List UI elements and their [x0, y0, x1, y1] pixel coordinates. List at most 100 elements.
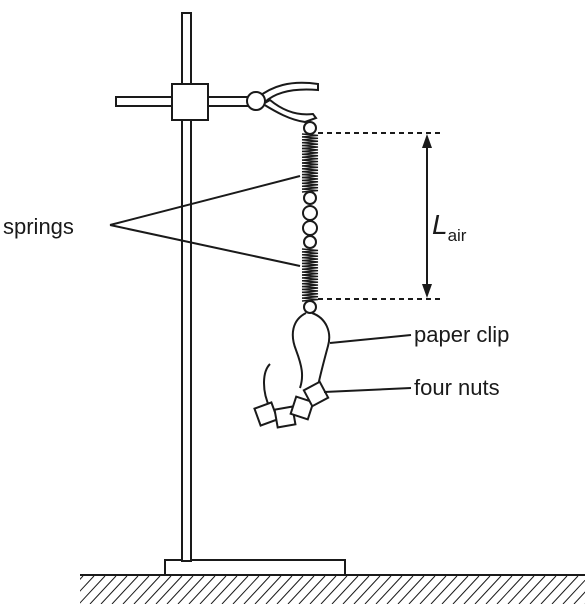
spring-coil [301, 256, 319, 262]
spring-coil [301, 188, 319, 193]
hatch-line [353, 575, 381, 604]
spring-coil [301, 136, 319, 141]
spring-coil [301, 262, 319, 268]
nut-4 [302, 380, 330, 408]
link-ring-3 [302, 220, 318, 236]
hatch-line [133, 575, 161, 604]
spring-coil [301, 165, 319, 170]
spring-coil [301, 259, 319, 265]
boss-clamp [171, 83, 209, 121]
hatch-line [221, 575, 249, 604]
spring-coil [301, 291, 319, 296]
hatch-line [320, 575, 348, 604]
spring-coil [301, 265, 319, 270]
hatch-line [485, 575, 513, 604]
length-arrow [422, 134, 432, 298]
spring-coil [301, 254, 319, 259]
hatch-line [80, 575, 95, 592]
spring-coil [301, 182, 319, 187]
spring-coil [301, 274, 319, 279]
upper-spring [301, 133, 319, 193]
springs-label: springs [3, 214, 74, 239]
spring-coil [301, 147, 319, 153]
spring-coil [301, 288, 319, 294]
spring-coil [301, 153, 319, 158]
length-symbol: L [432, 209, 448, 240]
spring-coil [301, 156, 319, 161]
spring-coil [301, 277, 319, 282]
clamp-pivot [246, 91, 266, 111]
hatch-line [100, 575, 128, 604]
hatch-line [210, 575, 238, 604]
hatch-line [496, 575, 524, 604]
spring-coil [301, 285, 319, 291]
hatch-line [80, 575, 106, 604]
hatch-line [111, 575, 139, 604]
spring-coil [301, 133, 319, 138]
hatch-line [144, 575, 172, 604]
spring-coil [301, 185, 319, 190]
hatch-line [309, 575, 337, 604]
hatch-line [562, 579, 585, 604]
hatch-line [430, 575, 458, 604]
hatch-line [518, 575, 546, 604]
spring-coil [301, 171, 319, 176]
hatch-line [507, 575, 535, 604]
hatch-line [342, 575, 370, 604]
spring-coil [301, 162, 319, 167]
spring-coil [301, 142, 319, 147]
lower-spring [301, 248, 319, 302]
ground [46, 574, 585, 604]
link-ring-1 [303, 191, 317, 205]
hatch-line [408, 575, 436, 604]
link-ring-2 [302, 205, 318, 221]
springs-leader-lower [109, 224, 301, 267]
paper-clip-label: paper clip [414, 322, 509, 347]
spring-coil [301, 251, 319, 256]
clamp-jaws [246, 81, 319, 124]
nut-1 [253, 401, 279, 427]
bottom-ring [303, 300, 317, 314]
hatch-line [419, 575, 447, 604]
paper-clip-left-hook [263, 363, 271, 409]
hatch-line [265, 575, 293, 604]
stand-rod [181, 12, 192, 562]
hatch-line [397, 575, 425, 604]
link-ring-4 [303, 235, 317, 249]
spring-coil [301, 179, 319, 184]
paper-clip-leader [329, 334, 412, 344]
spring-coil [301, 159, 319, 164]
spring-coil [301, 168, 319, 173]
hatch-line [232, 575, 260, 604]
hatch-line [188, 575, 216, 604]
hatch-line [243, 575, 271, 604]
hatch-line [276, 575, 304, 604]
hatch-line [298, 575, 326, 604]
clamp-upper-jaw [255, 81, 319, 104]
hatch-line [386, 575, 414, 604]
hatch-line [46, 576, 72, 604]
hatch-line [254, 575, 282, 604]
length-subscript: air [448, 226, 467, 245]
spring-coil [301, 144, 319, 150]
four-nuts-label: four nuts [414, 375, 500, 400]
hatch-line [573, 591, 585, 604]
hatch-line [287, 575, 315, 604]
length-label: Lair [432, 209, 467, 245]
hatch-line [177, 575, 205, 604]
spring-coil [301, 271, 319, 276]
spring-coil [301, 248, 319, 253]
top-ring [303, 121, 317, 135]
length-arrow-head-down [422, 284, 432, 298]
hatch-line [441, 575, 469, 604]
hatch-line [166, 575, 194, 604]
spring-coil [301, 282, 319, 288]
length-arrow-head-up [422, 134, 432, 148]
hatch-line [529, 575, 557, 604]
hatch-line [199, 575, 227, 604]
spring-coil [301, 294, 319, 299]
four-nuts [253, 380, 330, 429]
spring-coil [301, 150, 319, 155]
hatch-line [540, 575, 568, 604]
